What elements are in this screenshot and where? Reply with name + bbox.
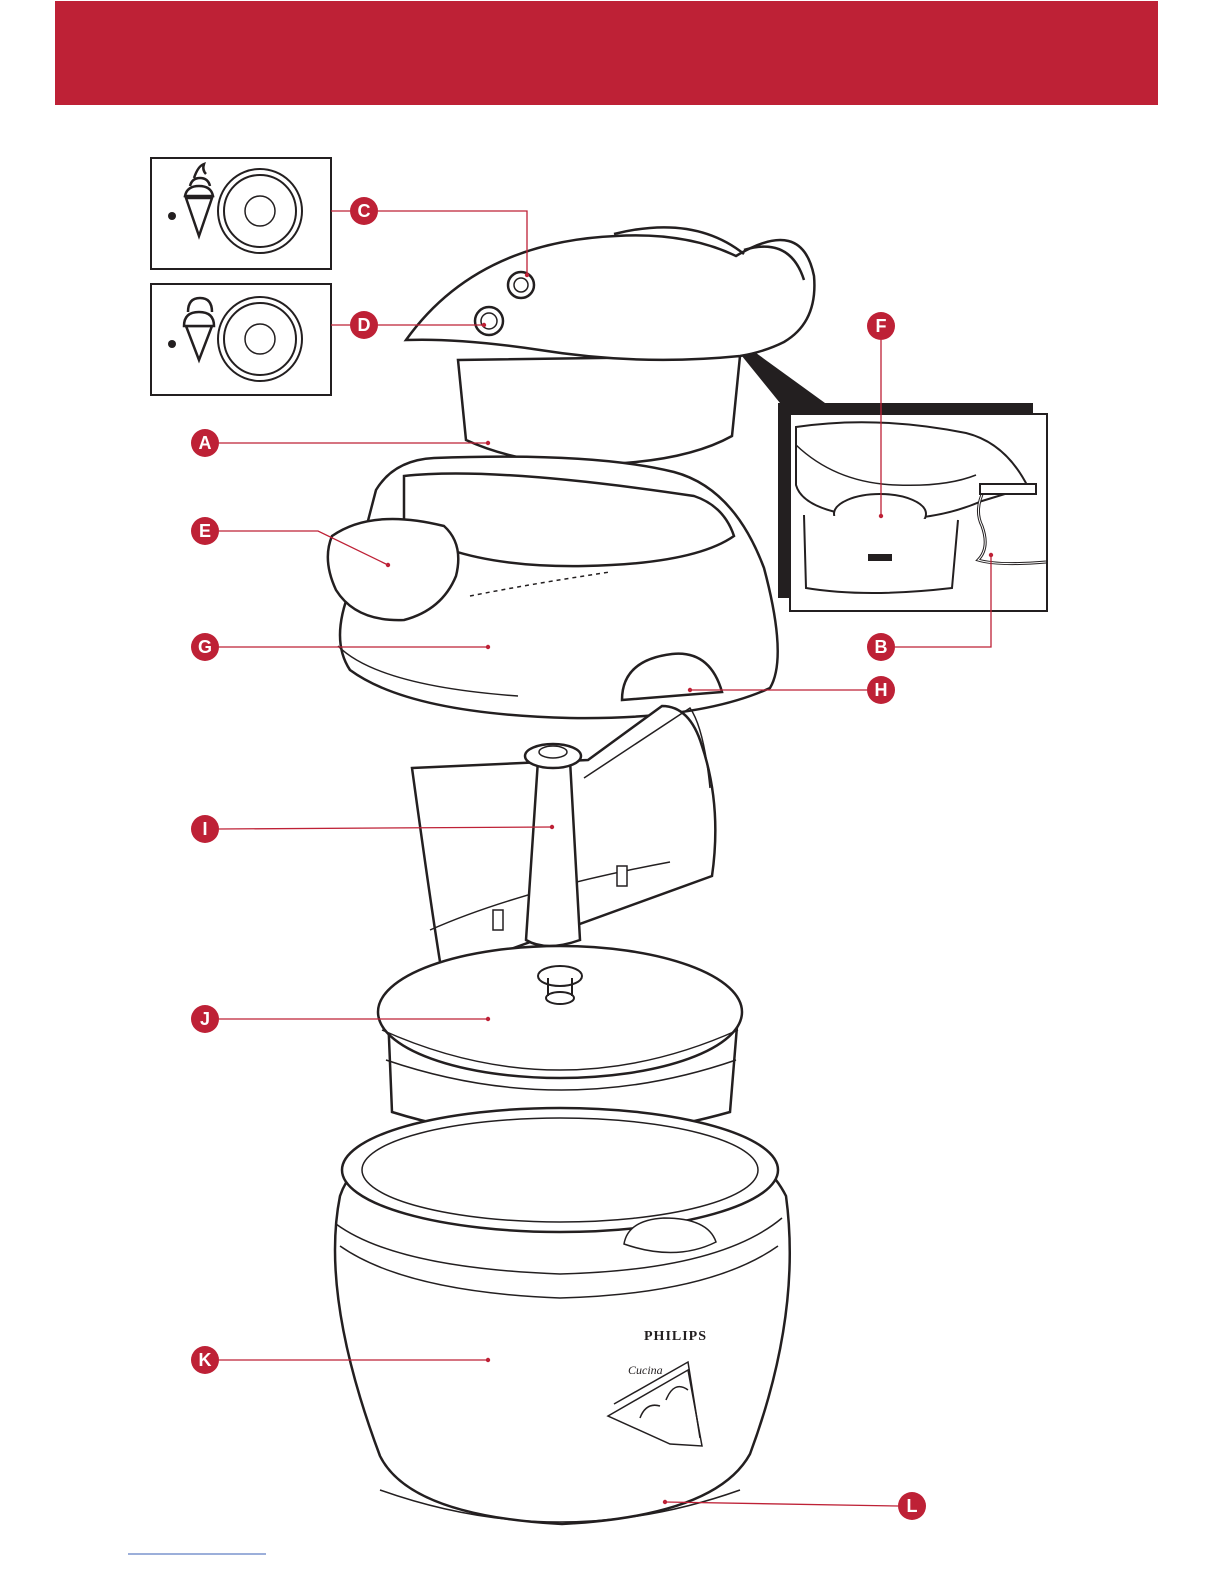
base-unit bbox=[335, 1108, 790, 1524]
part-badge-j: J bbox=[191, 1005, 219, 1033]
part-badge-label: K bbox=[199, 1350, 212, 1370]
leader-dot-d bbox=[482, 323, 486, 327]
part-badge-label: I bbox=[202, 819, 207, 839]
leader-dot-j bbox=[486, 1017, 490, 1021]
leader-dot-b bbox=[989, 553, 993, 557]
part-badge-b: B bbox=[867, 633, 895, 661]
part-badge-label: D bbox=[358, 315, 371, 335]
leader-line-l bbox=[665, 1502, 898, 1506]
part-badge-label: E bbox=[199, 521, 211, 541]
leader-dot-a bbox=[486, 441, 490, 445]
part-badge-label: G bbox=[198, 637, 212, 657]
leader-dot-l bbox=[663, 1500, 667, 1504]
part-badge-label: C bbox=[358, 201, 371, 221]
leader-dot-k bbox=[486, 1358, 490, 1362]
part-badge-h: H bbox=[867, 676, 895, 704]
leader-dot-i bbox=[550, 825, 554, 829]
part-badge-label: L bbox=[907, 1496, 918, 1516]
inset-soft-serve-button bbox=[151, 158, 331, 269]
part-badge-label: B bbox=[875, 637, 888, 657]
leader-dot-h bbox=[688, 688, 692, 692]
leader-dot-e bbox=[386, 563, 390, 567]
motor-unit bbox=[406, 227, 814, 464]
leader-dot-c bbox=[525, 273, 529, 277]
part-badge-label: J bbox=[200, 1009, 210, 1029]
inset-scoop-button bbox=[151, 284, 331, 395]
part-badge-label: A bbox=[199, 433, 212, 453]
brand-logo: PHILIPS bbox=[644, 1329, 707, 1344]
part-badge-a: A bbox=[191, 429, 219, 457]
part-badge-l: L bbox=[898, 1492, 926, 1520]
part-badge-i: I bbox=[191, 815, 219, 843]
leader-dot-f bbox=[879, 514, 883, 518]
part-badge-c: C bbox=[350, 197, 378, 225]
part-badge-label: H bbox=[875, 680, 888, 700]
part-badge-e: E bbox=[191, 517, 219, 545]
inset-motor-socket bbox=[733, 345, 1047, 611]
part-badge-k: K bbox=[191, 1346, 219, 1374]
stirring-paddle bbox=[412, 706, 715, 974]
part-badge-f: F bbox=[867, 312, 895, 340]
part-badge-g: G bbox=[191, 633, 219, 661]
product-script: Cucina bbox=[628, 1363, 663, 1377]
bowl-housing bbox=[328, 457, 778, 719]
part-badge-d: D bbox=[350, 311, 378, 339]
part-badge-label: F bbox=[876, 316, 887, 336]
leader-dot-g bbox=[486, 645, 490, 649]
header-band bbox=[55, 1, 1158, 105]
